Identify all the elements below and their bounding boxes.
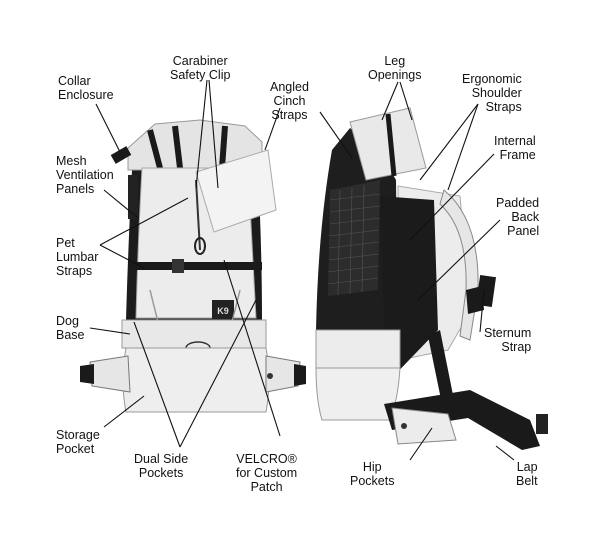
label-dog-base: Dog Base <box>56 314 85 342</box>
label-sternum-strap: Sternum Strap <box>484 326 532 354</box>
label-leg-openings: Leg Openings <box>368 54 422 82</box>
label-lap-belt: Lap Belt <box>516 460 538 488</box>
label-ergonomic-shoulder-straps: Ergonomic Shoulder Straps <box>462 72 522 114</box>
label-carabiner-safety-clip: Carabiner Safety Clip <box>170 54 231 82</box>
label-pet-lumbar-straps: Pet Lumbar Straps <box>56 236 99 278</box>
label-velcro-custom-patch: VELCRO® for Custom Patch <box>236 452 298 494</box>
label-padded-back-panel: Padded Back Panel <box>496 196 540 238</box>
label-collar-enclosure: Collar Enclosure <box>58 74 114 102</box>
front-backpack: K9 <box>80 119 306 413</box>
leader-lines <box>89 79 515 461</box>
label-dual-side-pockets: Dual Side Pockets <box>134 452 189 480</box>
back-backpack <box>315 107 548 450</box>
label-internal-frame: Internal Frame <box>494 134 536 162</box>
label-hip-pockets: Hip Pockets <box>350 460 395 488</box>
label-mesh-ventilation-panels: Mesh Ventilation Panels <box>56 154 114 196</box>
label-storage-pocket: Storage Pocket <box>56 428 100 456</box>
label-angled-cinch-straps: Angled Cinch Straps <box>270 80 309 122</box>
patch-logo: K9 <box>217 306 229 316</box>
